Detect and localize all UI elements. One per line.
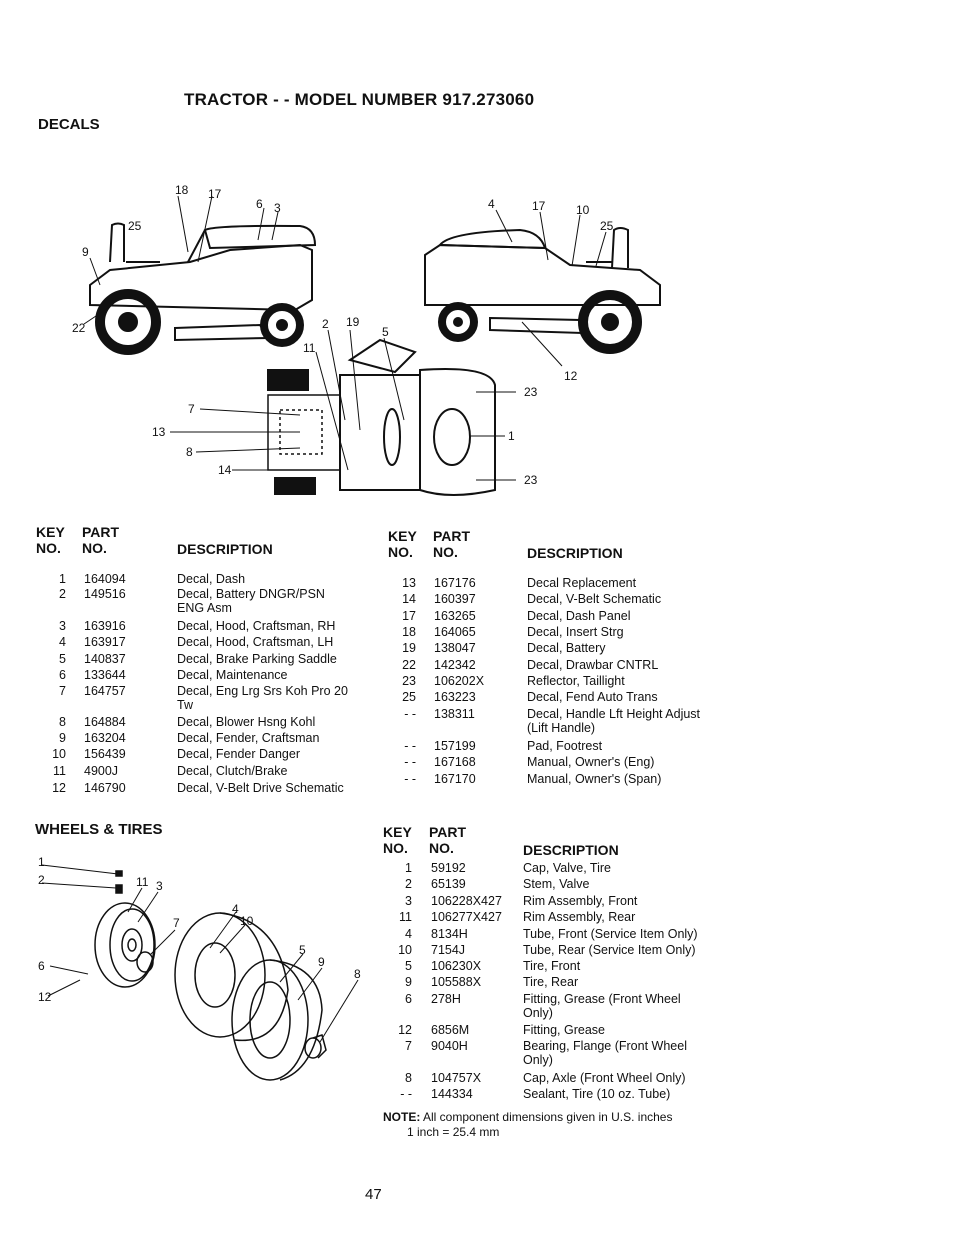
note-label: NOTE:: [383, 1110, 421, 1124]
callout-4: 4: [232, 902, 239, 916]
decals-diagram: 18 17 6 3 25 9 22 4 17 10 25 12 2 19 5 1…: [72, 183, 661, 496]
callout-25-right: 25: [600, 219, 614, 233]
callout-13: 13: [152, 425, 166, 439]
callout-6: 6: [256, 197, 263, 211]
note-text: All component dimensions given in U.S. i…: [423, 1110, 673, 1124]
callout-3: 3: [274, 201, 281, 215]
wheels-key-header: KEY NO.: [383, 824, 412, 856]
callout-10: 10: [576, 203, 590, 217]
callout-7: 7: [188, 402, 195, 416]
callout-10: 10: [240, 914, 254, 928]
decals-section-title: DECALS: [38, 116, 100, 133]
callout-18: 18: [175, 183, 189, 197]
page-number: 47: [365, 1186, 382, 1203]
right-tractor-illustration: [424, 227, 661, 354]
decals-left-part-header: PART NO.: [82, 524, 120, 556]
callout-5: 5: [299, 943, 306, 957]
callout-1: 1: [38, 855, 45, 869]
front-rim-illustration: [94, 902, 156, 988]
wheels-callout-numbers: 1 2 11 3 7 4 10 5 9 8 6 12: [38, 855, 361, 1004]
callout-22: 22: [72, 321, 86, 335]
callout-6: 6: [38, 959, 45, 973]
callout-12: 12: [564, 369, 578, 383]
left-tractor-illustration: [89, 222, 317, 355]
wheels-part-header: PART NO.: [429, 824, 467, 856]
callout-11: 11: [303, 341, 316, 355]
callout-19: 19: [346, 315, 360, 329]
callout-1: 1: [508, 429, 515, 443]
callout-11: 11: [136, 875, 149, 889]
page-title: TRACTOR - - MODEL NUMBER 917.273060: [184, 90, 535, 109]
callout-7: 7: [173, 916, 180, 930]
callout-12: 12: [38, 990, 52, 1004]
dimension-note: NOTE: All component dimensions given in …: [383, 1110, 672, 1140]
callout-4: 4: [488, 197, 495, 211]
callout-2: 2: [322, 317, 329, 331]
wheels-desc-header: DESCRIPTION: [523, 842, 619, 858]
callout-8: 8: [186, 445, 193, 459]
top-view-illustration: [267, 338, 496, 496]
callout-3: 3: [156, 879, 163, 893]
wheels-section-title: WHEELS & TIRES: [35, 821, 163, 838]
callout-17: 17: [208, 187, 222, 201]
callout-23-top: 23: [524, 385, 538, 399]
wheels-diagram: 1 2 11 3 7 4 10 5 9 8 6 12: [38, 855, 361, 1081]
decals-right-part-header: PART NO.: [433, 528, 471, 560]
callout-9: 9: [318, 955, 325, 969]
callout-9: 9: [82, 245, 89, 259]
decals-right-key-header: KEY NO.: [388, 528, 417, 560]
callout-17-right: 17: [532, 199, 546, 213]
callout-2: 2: [38, 873, 45, 887]
decals-left-key-header: KEY NO.: [36, 524, 65, 556]
decals-callout-numbers: 18 17 6 3 25 9 22 4 17 10 25 12 2 19 5 1…: [72, 183, 614, 487]
decals-right-desc-header: DESCRIPTION: [527, 545, 623, 561]
callout-25: 25: [128, 219, 142, 233]
callout-23-bottom: 23: [524, 473, 538, 487]
front-tire-illustration: [174, 912, 289, 1042]
decals-left-desc-header: DESCRIPTION: [177, 541, 273, 557]
bearing-illustration: [136, 951, 154, 973]
callout-8: 8: [354, 967, 361, 981]
axle-cap-illustration: [304, 1034, 327, 1059]
callout-14: 14: [218, 463, 232, 477]
callout-5: 5: [382, 325, 389, 339]
note-conversion: 1 inch = 25.4 mm: [407, 1125, 500, 1139]
rear-tire-illustration: [231, 959, 323, 1081]
